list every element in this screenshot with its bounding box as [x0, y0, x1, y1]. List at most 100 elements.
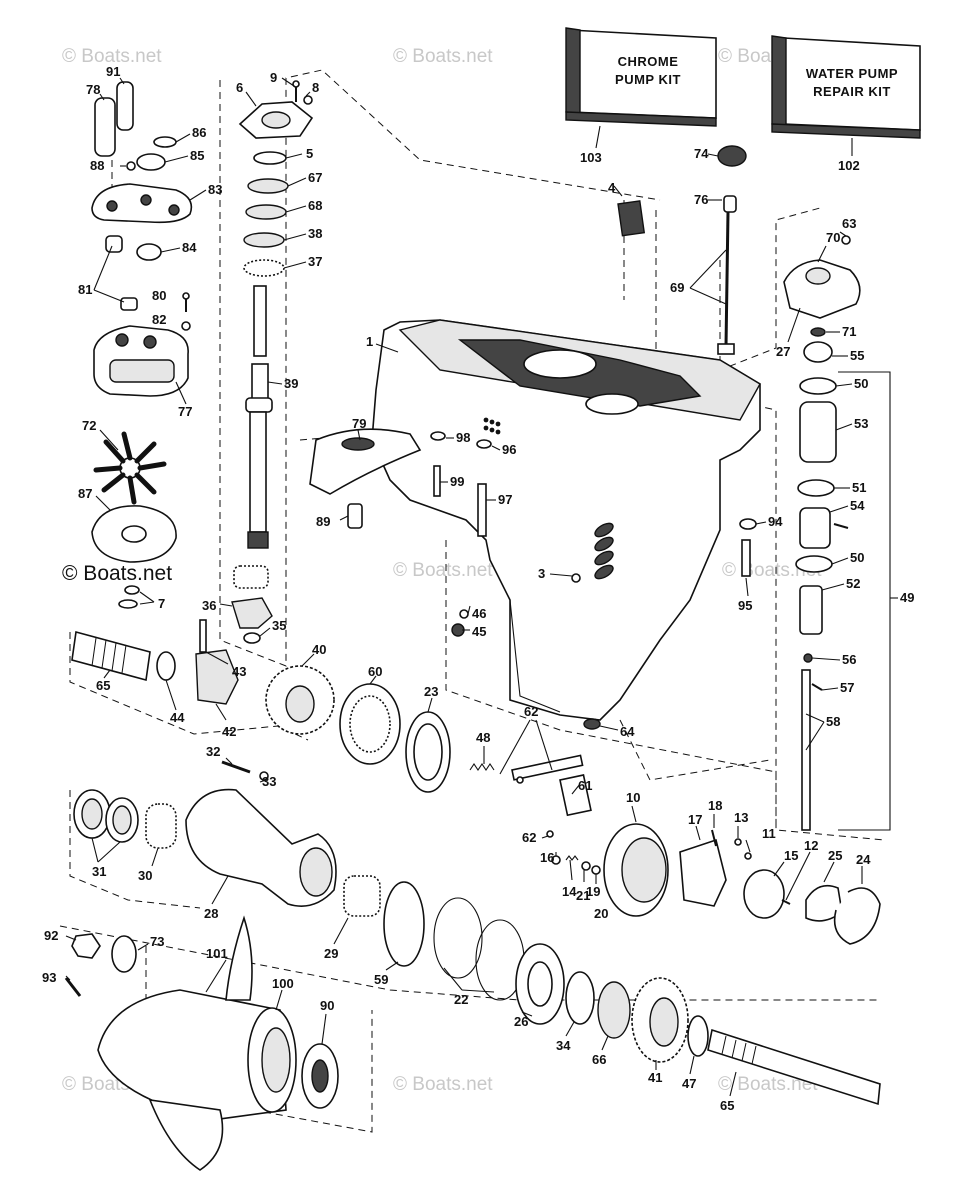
- callout-29: 29: [324, 946, 338, 961]
- callout-18: 18: [708, 798, 722, 813]
- callout-66: 66: [592, 1052, 606, 1067]
- callout-58: 58: [826, 714, 840, 729]
- callout-63: 63: [842, 216, 856, 231]
- callout-71: 71: [842, 324, 856, 339]
- callout-20: 20: [594, 906, 608, 921]
- callout-81: 81: [78, 282, 92, 297]
- callout-85: 85: [190, 148, 204, 163]
- callout-17: 17: [688, 812, 702, 827]
- callout-39: 39: [284, 376, 298, 391]
- callout-31: 31: [92, 864, 106, 879]
- watermark: © Boats.net: [393, 46, 493, 67]
- callout-52: 52: [846, 576, 860, 591]
- callout-36: 36: [202, 598, 216, 613]
- callout-1: 1: [366, 334, 373, 349]
- callout-80: 80: [152, 288, 166, 303]
- callout-50: 50: [854, 376, 868, 391]
- callout-43: 43: [232, 664, 246, 679]
- callout-97: 97: [498, 492, 512, 507]
- callout-62: 62: [522, 830, 536, 845]
- callout-22: 22: [454, 992, 468, 1007]
- callout-11: 11: [762, 826, 776, 841]
- shift-and-gear-parts: [71, 630, 881, 945]
- callout-87: 87: [78, 486, 92, 501]
- callout-64: 64: [620, 724, 635, 739]
- callout-103: 103: [580, 150, 602, 165]
- callout-83: 83: [208, 182, 222, 197]
- callout-47: 47: [682, 1076, 696, 1091]
- callout-102: 102: [838, 158, 860, 173]
- callout-6: 6: [236, 80, 243, 95]
- callout-15: 15: [784, 848, 798, 863]
- callout-77: 77: [178, 404, 192, 419]
- callout-53: 53: [854, 416, 868, 431]
- callout-42: 42: [222, 724, 236, 739]
- callout-54: 54: [850, 498, 865, 513]
- callout-84: 84: [182, 240, 197, 255]
- callout-76: 76: [694, 192, 708, 207]
- callout-93: 93: [42, 970, 56, 985]
- callout-40: 40: [312, 642, 326, 657]
- watermark: © Boats.net: [393, 560, 493, 581]
- callout-23: 23: [424, 684, 438, 699]
- assembly-guide-lines: [59, 69, 885, 1133]
- callout-10: 10: [626, 790, 640, 805]
- watermark: © Boats.net: [62, 46, 162, 67]
- callout-37: 37: [308, 254, 322, 269]
- callout-99: 99: [450, 474, 464, 489]
- callout-44: 44: [170, 710, 185, 725]
- callout-28: 28: [204, 906, 218, 921]
- gearcase-housing: [309, 319, 761, 730]
- watermark: © Boats.net: [718, 1074, 818, 1095]
- callout-45: 45: [472, 624, 486, 639]
- callout-69: 69: [670, 280, 684, 295]
- callout-41: 41: [648, 1070, 662, 1085]
- callout-27: 27: [776, 344, 790, 359]
- callout-95: 95: [738, 598, 752, 613]
- callout-68: 68: [308, 198, 322, 213]
- callout-33: 33: [262, 774, 276, 789]
- callout-13: 13: [734, 810, 748, 825]
- callout-7: 7: [158, 596, 165, 611]
- callout-101: 101: [206, 946, 228, 961]
- shift-rod-column: [617, 145, 891, 831]
- callout-73: 73: [150, 934, 164, 949]
- watermark: © Boats.net: [62, 562, 172, 585]
- callout-62: 62: [524, 704, 538, 719]
- callout-35: 35: [272, 618, 286, 633]
- callout-74: 74: [694, 146, 709, 161]
- callout-91: 91: [106, 64, 120, 79]
- callout-34: 34: [556, 1038, 571, 1053]
- water-kit-line1: WATER PUMP: [806, 66, 898, 81]
- chrome-kit-line2: PUMP KIT: [615, 72, 681, 87]
- callout-92: 92: [44, 928, 58, 943]
- callout-98: 98: [456, 430, 470, 445]
- callout-78: 78: [86, 82, 100, 97]
- callout-30: 30: [138, 868, 152, 883]
- callout-5: 5: [306, 146, 313, 161]
- callout-48: 48: [476, 730, 490, 745]
- chrome-pump-kit-box: CHROME PUMP KIT 103: [565, 27, 717, 165]
- callout-61: 61: [578, 778, 592, 793]
- callout-4: 4: [608, 180, 616, 195]
- callout-51: 51: [852, 480, 866, 495]
- callout-55: 55: [850, 348, 864, 363]
- propeller-assembly: [64, 915, 339, 1171]
- callout-24: 24: [856, 852, 871, 867]
- callout-88: 88: [90, 158, 104, 173]
- water-kit-line2: REPAIR KIT: [813, 84, 891, 99]
- callout-21: 21: [576, 888, 590, 903]
- callout-94: 94: [768, 514, 783, 529]
- callout-90: 90: [320, 998, 334, 1013]
- callout-59: 59: [374, 972, 388, 987]
- callout-12: 12: [804, 838, 818, 853]
- callout-65: 65: [96, 678, 110, 693]
- callout-79: 79: [352, 416, 366, 431]
- callout-8: 8: [312, 80, 319, 95]
- callout-26: 26: [514, 1014, 528, 1029]
- callout-65-lower: 65: [720, 1098, 734, 1113]
- pump-parts-left: [91, 81, 193, 609]
- leader-lines: [65, 77, 898, 1097]
- driveshaft-column: [199, 80, 314, 653]
